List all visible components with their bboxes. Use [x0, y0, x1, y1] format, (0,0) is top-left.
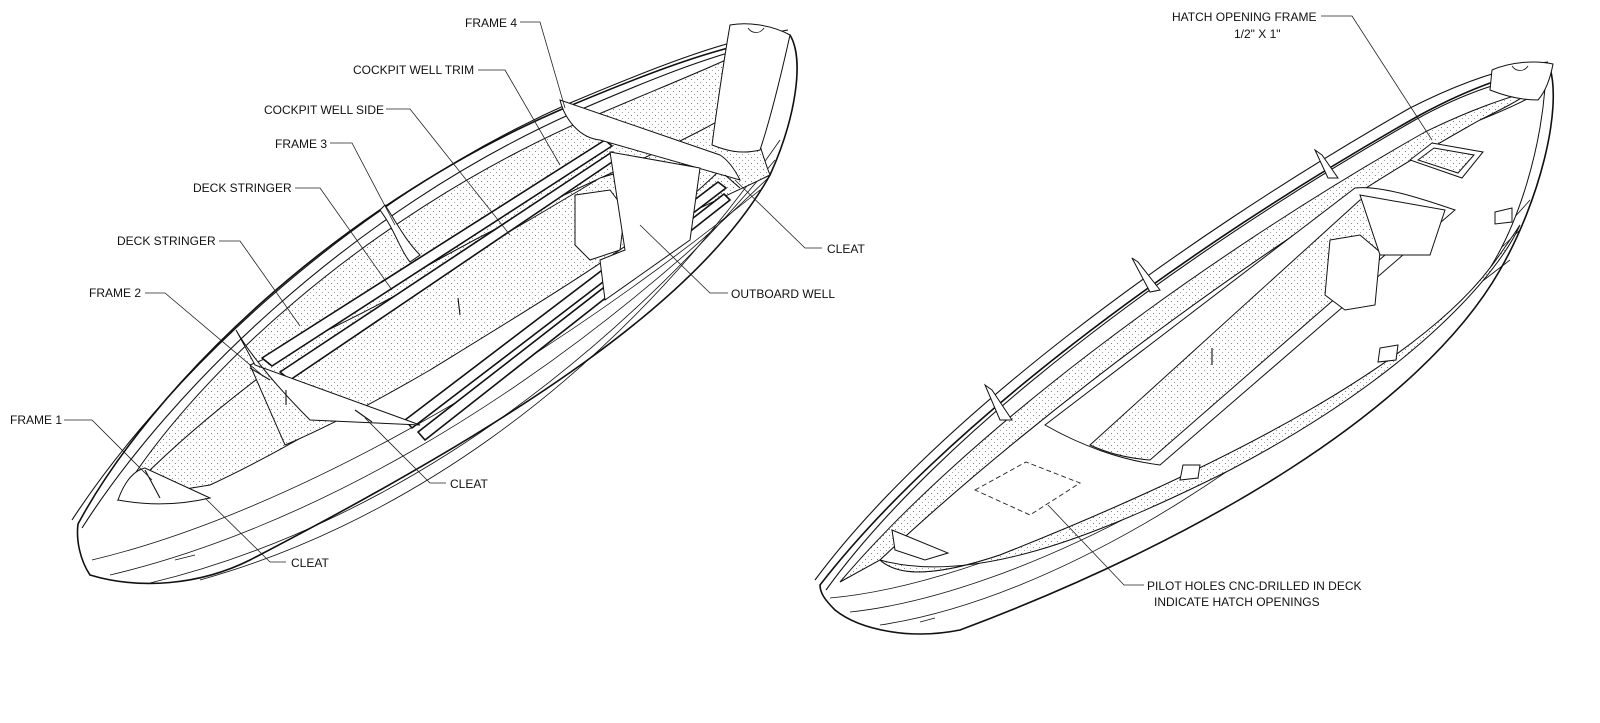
- label-pilot-holes-line2: INDICATE HATCH OPENINGS: [1154, 595, 1320, 609]
- label-deck-stringer-lower: DECK STRINGER: [117, 234, 216, 248]
- label-pilot-holes-line1: PILOT HOLES CNC-DRILLED IN DECK: [1147, 579, 1362, 593]
- outboard-well-box: [574, 189, 626, 261]
- frame-1: [117, 467, 212, 505]
- label-hatch-opening-frame: HATCH OPENING FRAME: [1172, 10, 1316, 24]
- frame-3: [379, 204, 421, 263]
- transom: [711, 23, 791, 153]
- label-outboard-well: OUTBOARD WELL: [731, 287, 835, 301]
- label-cleat-right: CLEAT: [827, 242, 865, 256]
- frame-4: [559, 99, 741, 181]
- label-cleat-bottom: CLEAT: [291, 556, 329, 570]
- frame-2: [235, 329, 421, 426]
- label-frame-2: FRAME 2: [89, 286, 141, 300]
- deck-near-edge: [879, 224, 1521, 573]
- label-cockpit-well-trim: COCKPIT WELL TRIM: [353, 63, 474, 77]
- label-frame-3: FRAME 3: [275, 137, 327, 151]
- decked-hull-view: HATCH OPENING FRAME 1/2" X 1" PILOT HOLE…: [814, 10, 1555, 635]
- cockpit-bulkhead: [1324, 234, 1381, 311]
- label-cleat-middle: CLEAT: [450, 477, 488, 491]
- label-cockpit-well-side: COCKPIT WELL SIDE: [264, 103, 384, 117]
- open-hull-view: FRAME 4 COCKPIT WELL TRIM COCKPIT WELL S…: [10, 16, 865, 585]
- planking-lines: [91, 139, 781, 584]
- deck-gussets: [891, 148, 1513, 561]
- label-deck-stringer-upper: DECK STRINGER: [193, 181, 292, 195]
- left-leader-lines: [64, 21, 822, 563]
- outboard-well-sides: [599, 151, 701, 301]
- label-hatch-frame-size: 1/2" X 1": [1234, 27, 1281, 41]
- right-leader-lines: [1047, 15, 1433, 586]
- gunwale: [71, 29, 789, 521]
- dashed-hatch-outline: [973, 461, 1081, 516]
- decked-transom: [1489, 61, 1554, 101]
- cleat-marks: [144, 174, 741, 499]
- label-frame-4: FRAME 4: [465, 16, 517, 30]
- label-frame-1: FRAME 1: [10, 413, 62, 427]
